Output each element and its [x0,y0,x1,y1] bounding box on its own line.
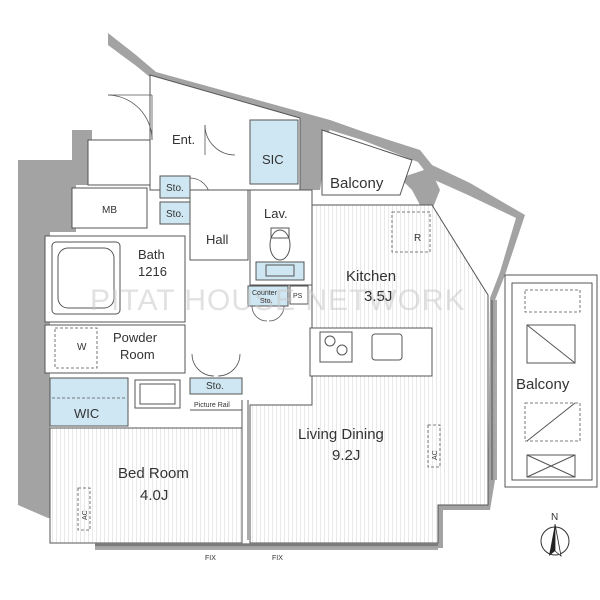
bedroom-floor [50,428,242,543]
label-mb: MB [102,205,117,216]
label-powder-line1: Powder [113,330,158,345]
label-lavatory: Lav. [264,206,288,221]
label-entrance: Ent. [172,132,195,147]
walk-in-closet [49,377,129,427]
watermark: PITAT HOUSE NETWORK [90,284,466,317]
washer-area [54,327,98,369]
label-storage-2: Sto. [166,209,184,220]
kitchen-counter [309,327,433,377]
counter-storage [247,285,289,307]
label-counter-line1: Counter [252,290,278,297]
label-washer: W [77,342,87,353]
label-powder-line2: Room [120,347,155,362]
label-bath-name: Bath [138,247,165,262]
mb-box [71,187,148,229]
hall [189,189,249,261]
label-kitchen-size: 3.5J [364,288,392,305]
label-living-name: Living Dining [298,426,384,443]
label-fix-left: FIX [205,555,216,562]
label-sic: SIC [262,152,284,167]
storage-3 [189,377,243,395]
label-picture-rail: Picture Rail [194,402,230,409]
compass-label: N [551,512,558,523]
label-hall: Hall [206,232,229,247]
label-ac-bedroom: AC [82,510,89,520]
pipe-space [289,285,309,305]
label-kitchen-name: Kitchen [346,268,396,285]
label-living-size: 9.2J [332,447,360,464]
label-ac-living: AC [432,450,439,460]
label-bedroom-size: 4.0J [140,487,168,504]
label-balcony-top: Balcony [330,175,384,192]
label-storage-1: Sto. [166,183,184,194]
label-fix-right: FIX [272,555,283,562]
label-refrigerator: R [414,233,421,244]
top-balcony [321,129,413,196]
label-storage-3: Sto. [206,381,224,392]
label-wic: WIC [74,406,99,421]
storage-1 [159,175,191,199]
label-bath-size: 1216 [138,264,167,279]
label-ps: PS [293,293,303,300]
label-bedroom-name: Bed Room [118,465,189,482]
label-counter-line2: Sto. [260,298,273,305]
north-compass-icon: N [540,512,570,558]
powder-room [44,324,186,374]
label-balcony-right: Balcony [516,376,570,393]
right-balcony [504,274,598,488]
sic-storage [249,119,299,185]
